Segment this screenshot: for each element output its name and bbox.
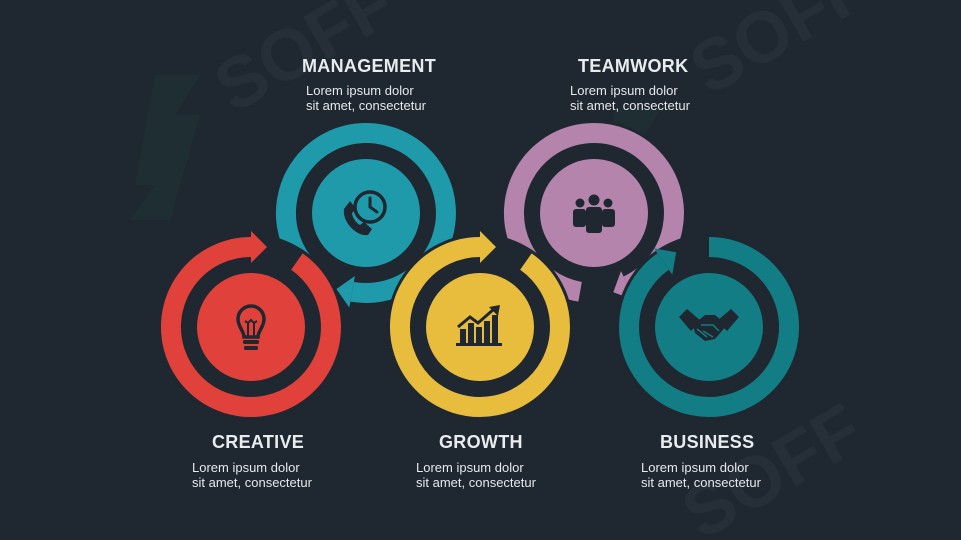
growth-chart-icon <box>456 305 502 346</box>
desc-teamwork-line1: Lorem ipsum dolor <box>570 83 678 98</box>
ring-arc <box>160 237 341 417</box>
desc-business-line1: Lorem ipsum dolor <box>641 460 749 475</box>
label-teamwork: TEAMWORK <box>578 56 689 76</box>
ring-creative <box>158 231 344 420</box>
desc-creative-line2: sit amet, consectetur <box>192 475 312 490</box>
team-icon <box>573 194 615 233</box>
ring-arrow <box>480 231 496 263</box>
inner-circle-creative <box>197 273 305 381</box>
desc-creative: Lorem ipsum dolor sit amet, consectetur <box>192 460 312 490</box>
ring-arrow <box>336 276 355 308</box>
label-business: BUSINESS <box>660 432 755 452</box>
ring-arrow <box>251 231 267 263</box>
ring-arc <box>619 237 800 417</box>
lightbulb-icon <box>236 304 266 350</box>
desc-business-line2: sit amet, consectetur <box>641 475 761 490</box>
desc-growth: Lorem ipsum dolor sit amet, consectetur <box>416 460 536 490</box>
desc-management-line2: sit amet, consectetur <box>306 98 426 113</box>
watermark-text-right: SOFF <box>677 0 883 111</box>
label-creative: CREATIVE <box>212 432 305 452</box>
desc-management-line1: Lorem ipsum dolor <box>306 83 414 98</box>
label-growth: GROWTH <box>439 432 523 452</box>
desc-management: Lorem ipsum dolor sit amet, consectetur <box>306 83 426 113</box>
inner-circle-management <box>312 159 420 267</box>
desc-teamwork: Lorem ipsum dolor sit amet, consectetur <box>570 83 690 113</box>
handshake-icon <box>679 309 739 341</box>
ring-arc <box>389 237 570 417</box>
desc-growth-line2: sit amet, consectetur <box>416 475 536 490</box>
desc-growth-line1: Lorem ipsum dolor <box>416 460 524 475</box>
desc-teamwork-line2: sit amet, consectetur <box>570 98 690 113</box>
desc-creative-line1: Lorem ipsum dolor <box>192 460 300 475</box>
desc-business: Lorem ipsum dolor sit amet, consectetur <box>641 460 761 490</box>
label-management: MANAGEMENT <box>302 56 436 76</box>
phone-clock-icon <box>343 190 387 236</box>
watermark-logo-top <box>130 75 200 220</box>
ring-arrow <box>653 248 677 275</box>
